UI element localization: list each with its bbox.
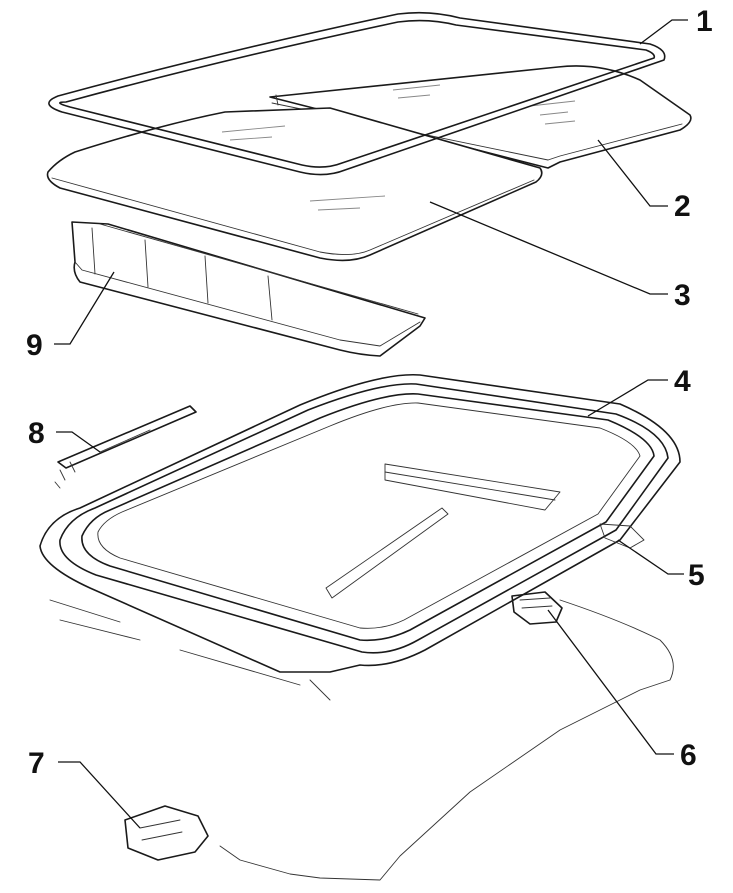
callout-6: 6 [680, 739, 697, 772]
callout-8: 8 [28, 417, 45, 450]
part-3-front-glass-panel [46, 107, 543, 262]
leader-5 [617, 539, 684, 575]
leader-3 [429, 201, 668, 295]
leader-6 [547, 609, 674, 755]
callout-1: 1 [696, 5, 713, 38]
leader-7 [58, 761, 141, 829]
leader-8 [56, 431, 101, 453]
part-7-drive-motor [124, 599, 674, 881]
callout-5: 5 [688, 559, 705, 592]
callout-7: 7 [28, 747, 45, 780]
callout-2: 2 [674, 190, 691, 223]
part-8-guide-rail [54, 405, 197, 489]
part-9-sun-blind [71, 221, 426, 357]
part-1-seal [48, 11, 666, 176]
leader-9 [54, 271, 115, 345]
leader-1 [639, 19, 688, 45]
part-6-drive-unit [511, 591, 563, 625]
callout-4: 4 [674, 365, 691, 398]
callout-3: 3 [674, 279, 691, 312]
leader-4 [587, 379, 668, 417]
callout-9: 9 [26, 329, 43, 362]
part-4-sunroof-frame [39, 373, 681, 701]
leader-2 [597, 139, 668, 207]
